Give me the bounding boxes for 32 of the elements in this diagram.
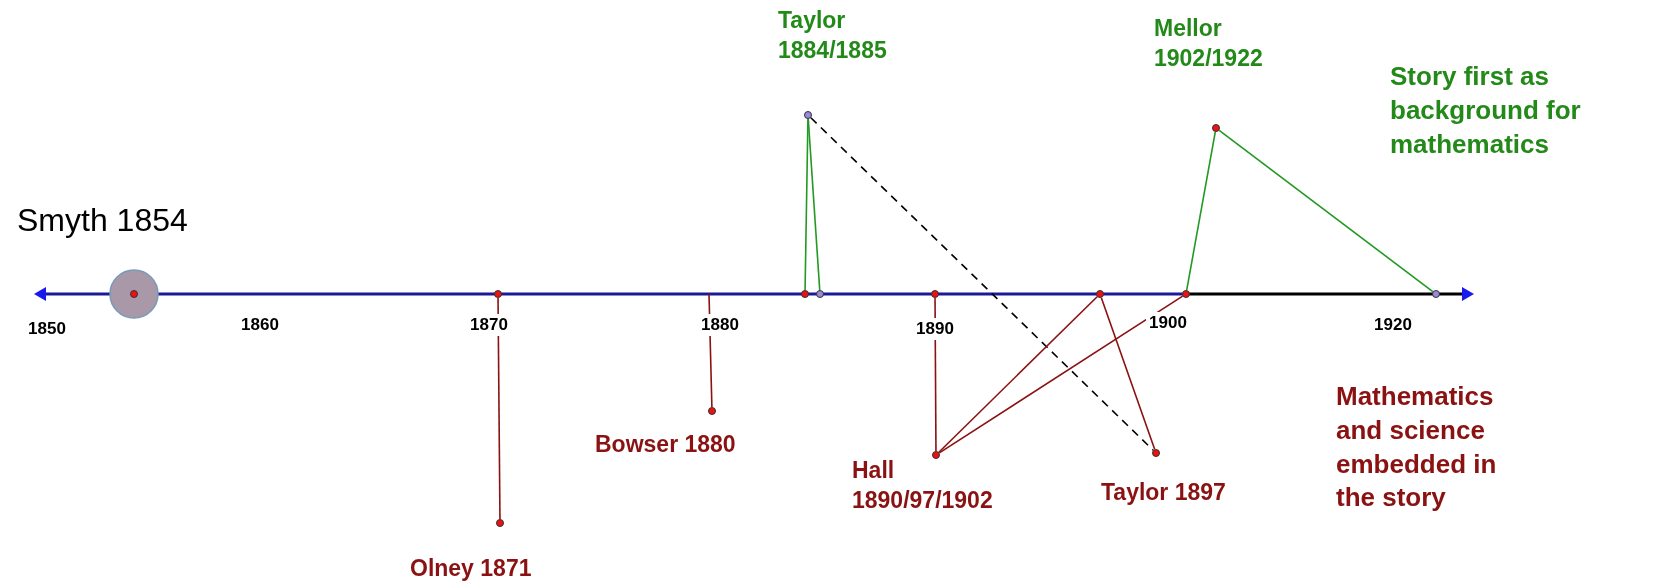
point-marker (1212, 124, 1220, 132)
point-marker (494, 290, 502, 298)
connector-line (938, 296, 1098, 453)
name-label: Smyth 1854 (17, 201, 189, 240)
connector-line (1100, 296, 1156, 451)
connector-line (1185, 131, 1217, 291)
name-label: Taylor 1897 (1101, 478, 1227, 507)
name-label: Mellor 1902/1922 (1154, 14, 1264, 73)
point-marker (1152, 449, 1160, 457)
point-marker (130, 290, 138, 298)
point-marker (1182, 290, 1190, 298)
point-marker (932, 451, 940, 459)
point-marker (1432, 290, 1440, 298)
point-marker (801, 290, 809, 298)
point-marker (1096, 290, 1104, 298)
connector-line (807, 118, 821, 291)
name-label: Hall 1890/97/1902 (852, 456, 994, 515)
point-marker (708, 407, 716, 415)
note-text: Mathematics and science embedded in the story (1336, 380, 1498, 515)
point-marker (804, 111, 812, 119)
point-marker (816, 290, 824, 298)
name-label: Olney 1871 (410, 554, 533, 583)
name-label: Taylor 1884/1885 (778, 6, 888, 65)
point-marker (496, 519, 504, 527)
connector-line (938, 295, 1184, 454)
name-label: Bowser 1880 (595, 430, 737, 459)
dashed-connector-line (810, 117, 1154, 451)
note-text: Story first as background for mathematics (1390, 60, 1582, 161)
connector-line (1218, 129, 1434, 293)
connector-line (497, 297, 501, 520)
connector-line (804, 118, 809, 291)
point-marker (931, 290, 939, 298)
